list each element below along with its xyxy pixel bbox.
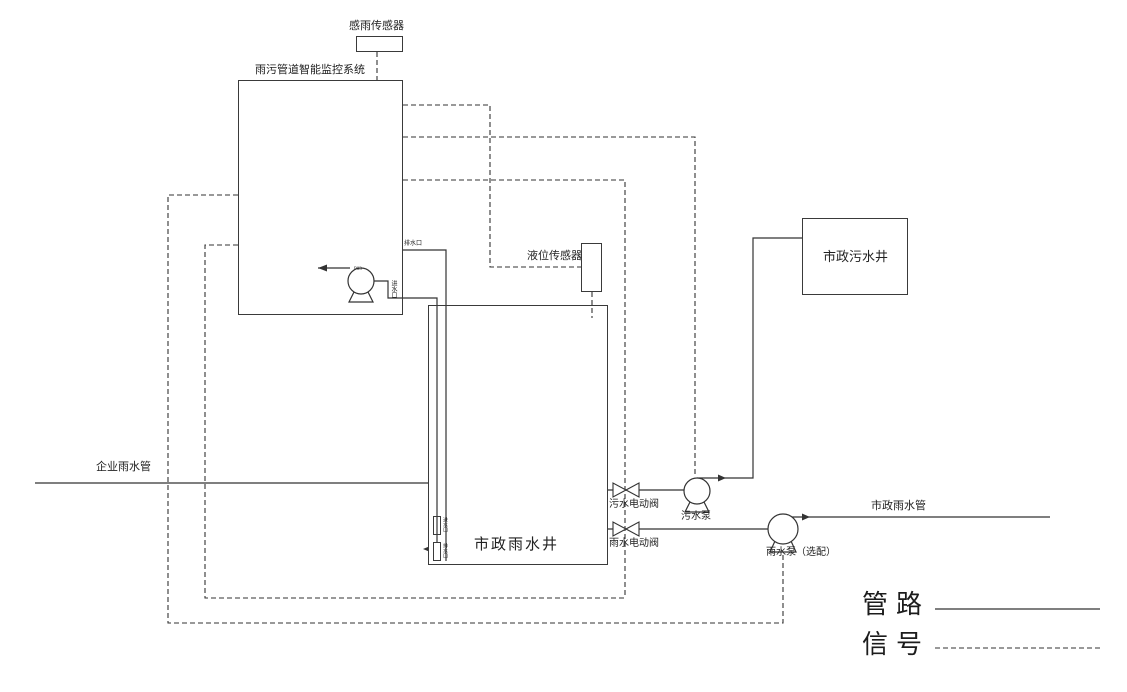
intake-port-label: 进水口 [390,280,396,298]
enterprise-rain-pipe-label: 企业雨水管 [96,461,151,473]
legend-signal-label: 信号 [862,630,931,659]
pump-tag-label: P03 [354,267,362,272]
legend-pipe-label: 管路 [862,590,931,619]
internal-pump-icon [347,267,375,303]
rain-pump-signal-loop [167,194,784,624]
sewage-well-box [802,218,908,295]
rain-sensor-label: 感雨传感器 [349,20,404,32]
level-sensor-signal [403,104,581,268]
drain-probe-label: 排水口 [442,543,447,558]
sewage-pump-label: 污水泵 [681,511,711,522]
rain-valve-signal-loop [204,244,625,599]
level-sensor-box [581,243,602,292]
sewage-valve-icon [612,482,640,498]
sewage-valve-label: 污水电动阀 [609,499,659,510]
level-sensor-label: 液位传感器 [527,250,582,262]
valve-symbols [612,482,640,537]
arrow-left-icon [423,546,429,552]
sewage-discharge-line [697,237,802,479]
intake-probe-label: 进水口 [442,517,447,532]
arrow-left-icon [318,264,327,272]
rain-discharge-line [782,514,1050,518]
rainwater-well-box [428,305,608,565]
arrow-right-icon [802,513,810,521]
rain-pump-icon [767,513,799,553]
drain-probe-box [433,542,441,561]
drain-pipe-line [403,249,447,561]
rain-valve-label: 雨水电动阀 [609,538,659,549]
sewage-well-label: 市政污水井 [823,249,889,264]
rain-sensor-box [356,36,403,52]
drain-port-label: 排水口 [404,241,423,247]
intake-pipe-line [363,280,438,542]
pump-symbols [347,267,799,553]
rainwater-well-label: 市政雨水井 [474,537,560,553]
monitoring-system-label: 雨污管道智能监控系统 [255,64,365,76]
rain-pump-label: 雨水泵（选配） [766,547,836,558]
rain-valve-icon [612,521,640,537]
monitoring-system-box [238,80,403,315]
municipal-rain-pipe-label: 市政雨水管 [871,500,926,512]
intake-probe-box [433,516,441,535]
arrow-right-icon [718,474,726,482]
valve-signal [403,179,626,598]
sewage-pump-icon [683,477,711,513]
sewage-pump-signal [403,136,696,477]
